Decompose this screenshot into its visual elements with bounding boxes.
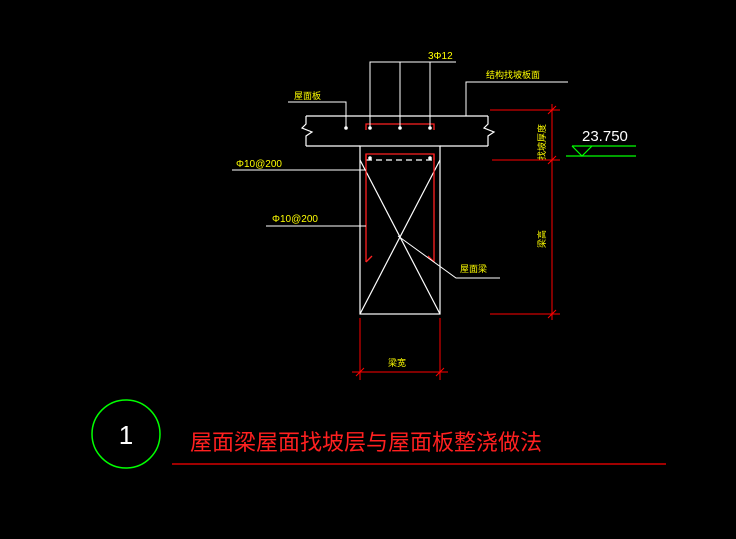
- label-side-bar: Φ10@200: [272, 214, 318, 225]
- label-slope-thickness: 找坡厚度: [536, 124, 547, 160]
- rebar-group: [365, 123, 435, 263]
- detail-number-circle: [91, 399, 161, 469]
- dim-tick: [547, 155, 557, 165]
- leader-roof-slab: [288, 101, 347, 128]
- dim-tick: [547, 105, 557, 115]
- dim-tick: [547, 309, 557, 319]
- stirrup-hook-left: [365, 255, 373, 263]
- label-beam-height: 梁高: [536, 230, 547, 248]
- concrete-outline: [300, 115, 496, 315]
- leader-lines: [232, 61, 568, 279]
- leader-slope-face: [465, 81, 568, 116]
- dimensions: [352, 104, 560, 380]
- elevation-value: 23.750: [582, 128, 628, 145]
- rebar-dot: [428, 156, 432, 160]
- dim-tick: [435, 367, 445, 377]
- label-top-rebar: 3Φ12: [428, 51, 453, 62]
- elevation-mark: [566, 145, 636, 157]
- left-break-mark: [300, 116, 314, 146]
- rebar-dots: [344, 126, 432, 160]
- rebar-dot: [368, 156, 372, 160]
- detail-number: 1: [119, 420, 133, 450]
- label-beam-width: 梁宽: [388, 357, 406, 368]
- stirrup-mid: [365, 153, 435, 160]
- label-structural-slope-face: 结构找坡板面: [486, 69, 540, 80]
- leader-3phi12: [369, 61, 456, 128]
- beam-web: [359, 145, 441, 315]
- dim-tick: [355, 367, 365, 377]
- detail-title: 屋面梁屋面找坡层与屋面板整浇做法: [190, 430, 542, 455]
- leader-roof-beam: [397, 235, 500, 279]
- label-stirrup: Φ10@200: [236, 159, 282, 170]
- label-roof-beam: 屋面梁: [460, 263, 487, 274]
- elevation-triangle: [571, 145, 593, 157]
- right-break-mark: [482, 116, 496, 146]
- label-roof-slab: 屋面板: [294, 90, 321, 101]
